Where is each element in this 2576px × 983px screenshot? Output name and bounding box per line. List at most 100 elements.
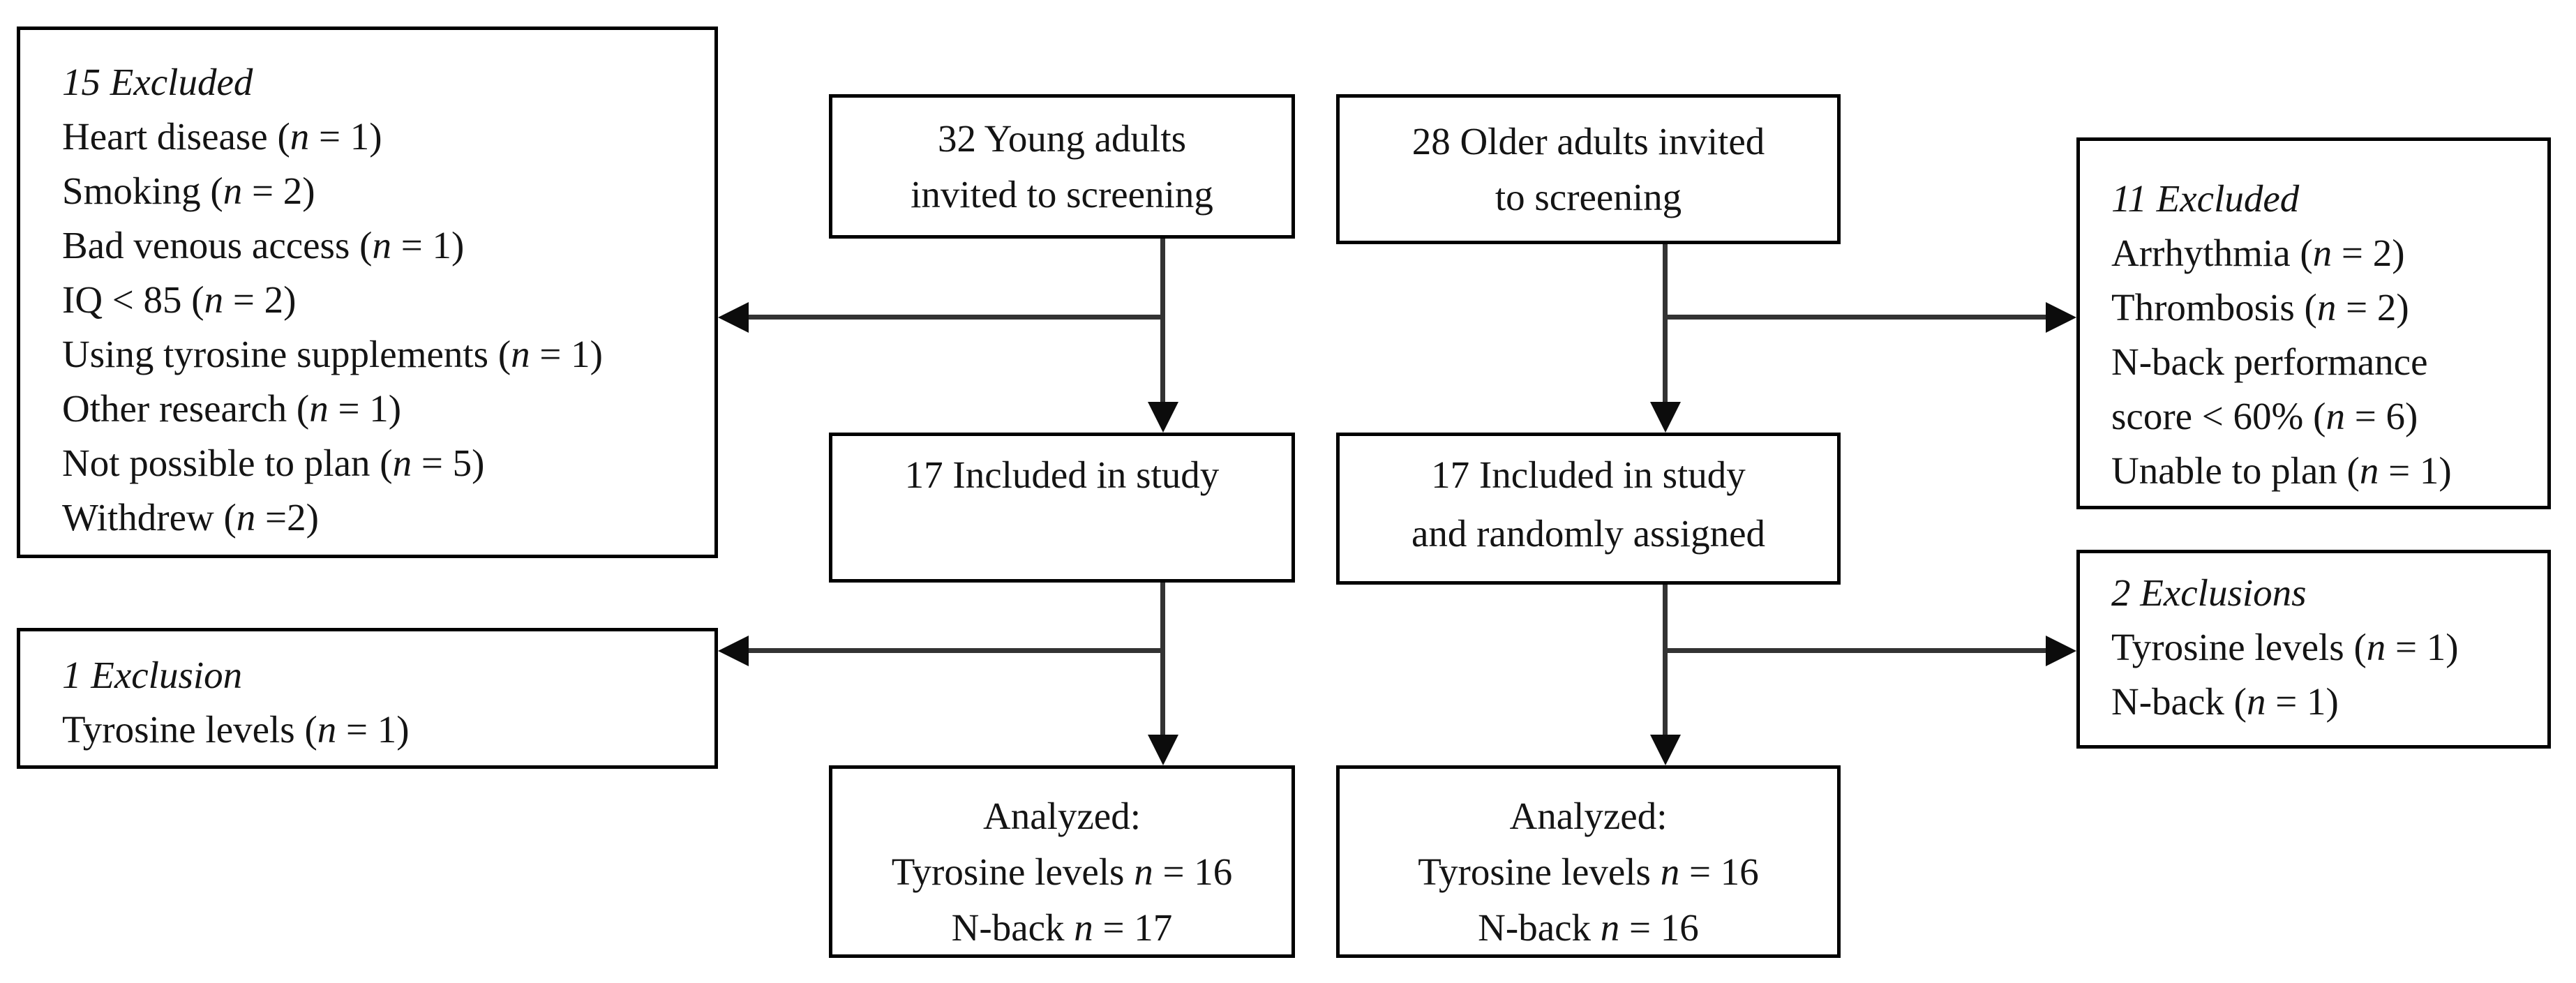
box-line: 15 Excluded	[62, 55, 707, 110]
text-segment: n	[1134, 850, 1153, 893]
box-line: Tyrosine levels (n = 1)	[62, 703, 707, 757]
text-segment: n	[309, 387, 329, 430]
arrow-shaft	[1663, 244, 1668, 405]
text-segment: N-back	[1478, 906, 1601, 949]
text-segment: to screening	[1495, 175, 1682, 218]
box-line: Heart disease (n = 1)	[62, 110, 707, 164]
text-segment: Using tyrosine supplements (	[62, 333, 511, 375]
text-segment: n	[392, 442, 412, 484]
box-line: Unable to plan (n = 1)	[2111, 444, 2540, 498]
text-segment: 15 Excluded	[62, 61, 253, 103]
box-line: IQ < 85 (n = 2)	[62, 273, 707, 327]
text-segment: Tyrosine levels (	[62, 708, 317, 751]
text-segment: n	[511, 333, 530, 375]
box-line: 17 Included in study	[1340, 446, 1837, 504]
text-segment: Tyrosine levels	[891, 850, 1135, 893]
text-segment: Analyzed:	[1509, 795, 1668, 837]
text-segment: = 2)	[2332, 232, 2405, 274]
text-segment: = 1)	[2266, 680, 2339, 723]
text-segment: = 1)	[336, 708, 410, 751]
text-segment: = 2)	[242, 170, 315, 212]
box-line: Arrhythmia (n = 2)	[2111, 226, 2540, 280]
box-line: Bad venous access (n = 1)	[62, 218, 707, 273]
box-line: Thrombosis (n = 2)	[2111, 280, 2540, 335]
box-line: score < 60% (n = 6)	[2111, 389, 2540, 444]
text-segment: = 16	[1679, 850, 1759, 893]
text-segment: = 2)	[223, 278, 297, 321]
text-segment: = 16	[1153, 850, 1233, 893]
arrowhead-down-icon	[1650, 402, 1681, 433]
arrow-shaft	[1665, 648, 2049, 653]
text-segment: = 1)	[2379, 449, 2452, 492]
text-segment: = 16	[1619, 906, 1699, 949]
text-segment: n	[2312, 232, 2332, 274]
text-segment: Thrombosis (	[2111, 286, 2317, 329]
arrow-shaft	[744, 315, 1163, 320]
text-segment: Bad venous access (	[62, 224, 373, 267]
box-line: 11 Excluded	[2111, 172, 2540, 226]
text-segment: N-back (	[2111, 680, 2247, 723]
text-segment: = 1)	[530, 333, 603, 375]
text-segment: N-back	[951, 906, 1074, 949]
text-segment: n	[2326, 395, 2345, 437]
box-line: Tyrosine levels n = 16	[1340, 844, 1837, 900]
box-line: and randomly assigned	[1340, 504, 1837, 563]
box-young-included: 17 Included in study	[829, 433, 1295, 583]
box-older-invited: 28 Older adults invited to screening	[1336, 94, 1841, 244]
arrowhead-left-icon	[718, 636, 749, 666]
text-segment: Unable to plan (	[2111, 449, 2360, 492]
arrowhead-down-icon	[1148, 735, 1178, 765]
text-segment: score < 60% (	[2111, 395, 2326, 437]
text-segment: = 1)	[309, 115, 382, 158]
text-segment: Tyrosine levels (	[2111, 626, 2367, 668]
box-line: 1 Exclusion	[62, 648, 707, 703]
text-segment: = 1)	[2386, 626, 2459, 668]
box-line: N-back (n = 1)	[2111, 675, 2540, 729]
box-line: 17 Included in study	[832, 446, 1291, 504]
box-line: Analyzed:	[832, 788, 1291, 844]
arrow-shaft	[1160, 239, 1165, 405]
text-segment: n	[236, 496, 256, 539]
text-segment: Withdrew (	[62, 496, 237, 539]
text-segment: 32 Young adults	[937, 117, 1187, 160]
arrowhead-right-icon	[2046, 302, 2076, 333]
arrow-shaft	[1160, 583, 1165, 737]
text-segment: 17 Included in study	[1431, 453, 1746, 496]
box-line: Not possible to plan (n = 5)	[62, 436, 707, 490]
text-segment: n	[2246, 680, 2266, 723]
arrowhead-down-icon	[1650, 735, 1681, 765]
box-line: 28 Older adults invited	[1340, 114, 1837, 170]
box-line: N-back performance	[2111, 335, 2540, 389]
box-line: N-back n = 16	[1340, 900, 1837, 956]
arrow-shaft	[1663, 585, 1668, 737]
text-segment: = 1)	[328, 387, 402, 430]
text-segment: IQ < 85 (	[62, 278, 204, 321]
text-segment: = 17	[1093, 906, 1173, 949]
arrow-shaft	[744, 648, 1163, 653]
box-line: to screening	[1340, 170, 1837, 225]
text-segment: n	[1660, 850, 1680, 893]
text-segment: Other research (	[62, 387, 310, 430]
text-segment: Heart disease (	[62, 115, 290, 158]
text-segment: invited to screening	[911, 172, 1213, 216]
text-segment: n	[290, 115, 310, 158]
text-segment: n	[2359, 449, 2379, 492]
text-segment: Analyzed:	[982, 795, 1141, 837]
box-line: Other research (n = 1)	[62, 382, 707, 436]
text-segment: 17 Included in study	[904, 453, 1220, 496]
text-segment: N-back performance	[2111, 340, 2428, 383]
arrowhead-left-icon	[718, 302, 749, 333]
text-segment: Arrhythmia (	[2111, 232, 2313, 274]
arrowhead-right-icon	[2046, 636, 2076, 666]
box-line: Analyzed:	[1340, 788, 1837, 844]
box-older-included: 17 Included in study and randomly assigne…	[1336, 433, 1841, 585]
text-segment: 28 Older adults invited	[1411, 119, 1765, 163]
text-segment: n	[2366, 626, 2386, 668]
text-segment: = 2)	[2336, 286, 2409, 329]
box-line: Tyrosine levels (n = 1)	[2111, 620, 2540, 675]
text-segment: Tyrosine levels	[1418, 850, 1661, 893]
